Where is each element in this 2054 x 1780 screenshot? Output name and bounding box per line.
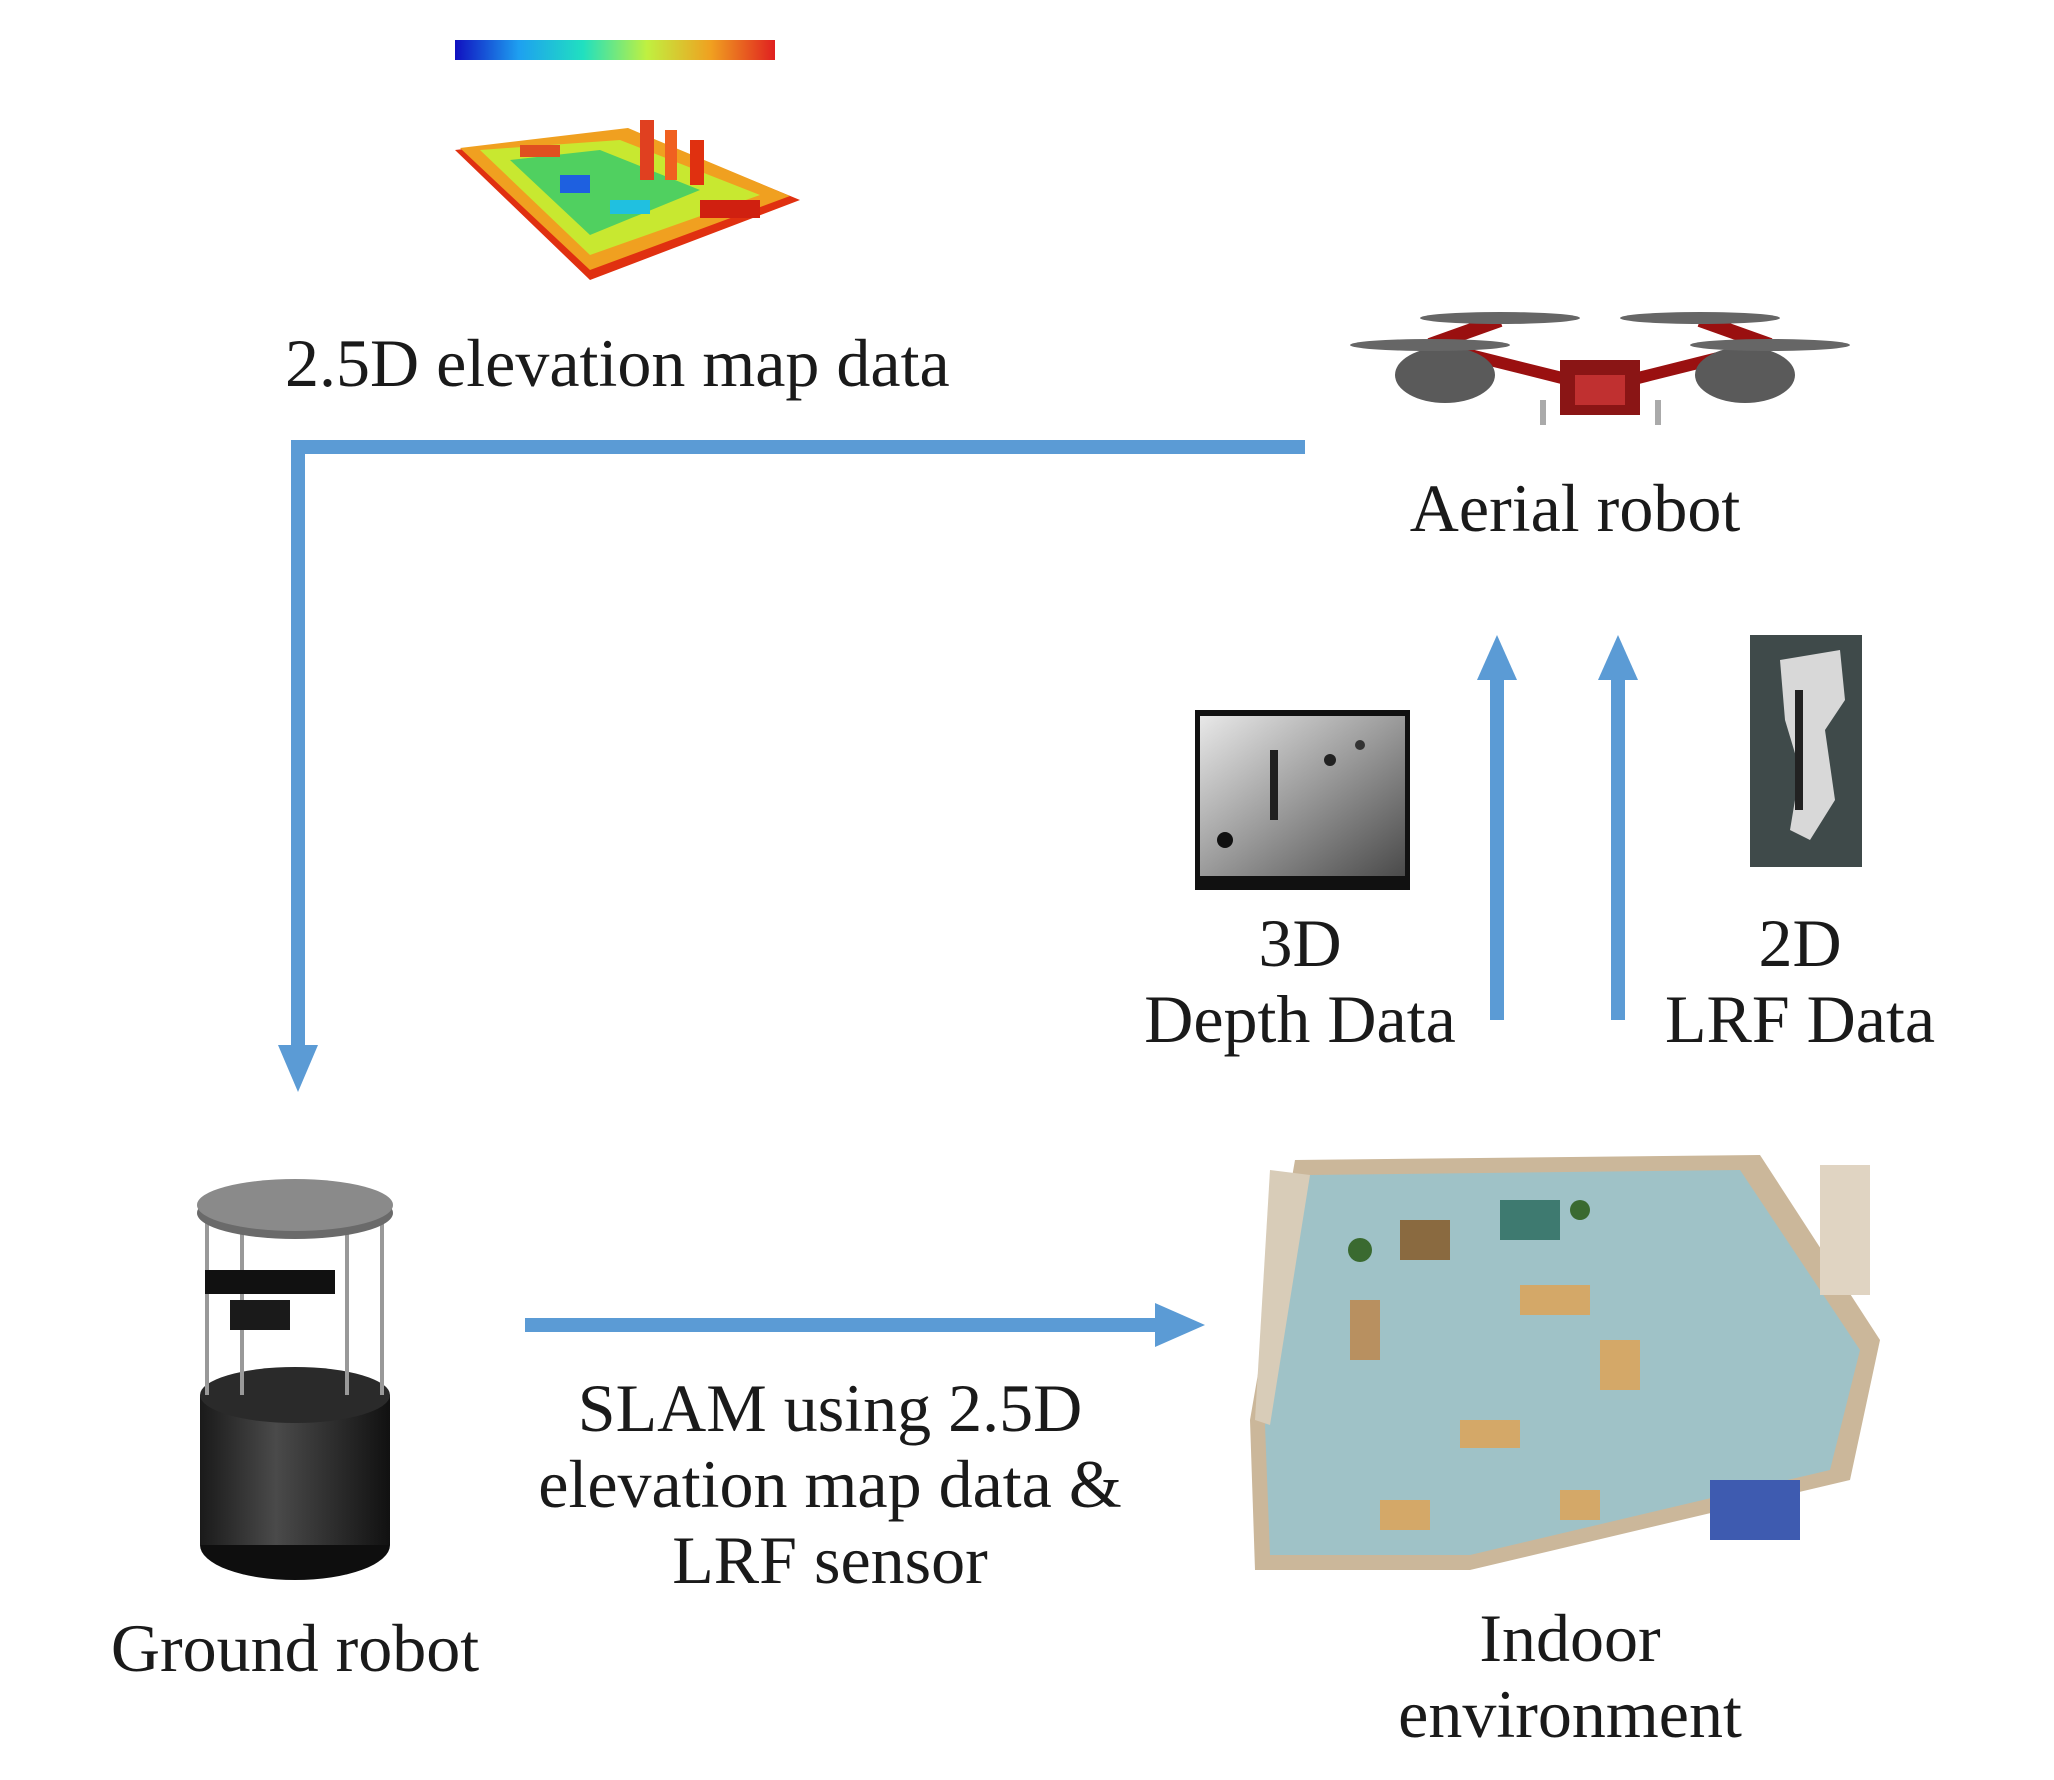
indoor-environment-image bbox=[1250, 1155, 1880, 1570]
colorbar bbox=[455, 40, 775, 60]
depth-image bbox=[1195, 710, 1410, 890]
arrow-ground-to-indoor bbox=[525, 1303, 1205, 1347]
depth-data-label: 3D Depth Data bbox=[1120, 905, 1480, 1057]
lrf-data-label-line1: 2D bbox=[1758, 905, 1842, 981]
drone-image bbox=[1350, 312, 1850, 425]
arrow-depth-to-aerial bbox=[1477, 635, 1517, 1020]
lrf-data-label: 2D LRF Data bbox=[1620, 905, 1980, 1057]
slam-label: SLAM using 2.5D elevation map data & LRF… bbox=[500, 1370, 1160, 1598]
depth-data-label-line2: Depth Data bbox=[1144, 981, 1456, 1058]
ground-robot-image bbox=[197, 1179, 393, 1580]
indoor-label-line1: Indoor bbox=[1479, 1600, 1661, 1676]
elevation-map-label: 2.5D elevation map data bbox=[285, 325, 950, 401]
slam-label-line2: elevation map data & bbox=[538, 1446, 1122, 1523]
slam-label-line3: LRF sensor bbox=[672, 1522, 988, 1599]
elevation-map-image bbox=[455, 120, 800, 280]
ground-robot-label: Ground robot bbox=[110, 1610, 480, 1686]
lrf-map-image bbox=[1750, 635, 1862, 867]
aerial-robot-label: Aerial robot bbox=[1409, 470, 1741, 546]
lrf-data-label-line2: LRF Data bbox=[1664, 981, 1936, 1058]
indoor-environment-label: Indoor environment bbox=[1360, 1600, 1780, 1752]
slam-label-line1: SLAM using 2.5D bbox=[577, 1370, 1083, 1446]
arrow-aerial-to-ground bbox=[278, 440, 1305, 1092]
depth-data-label-line1: 3D bbox=[1258, 905, 1342, 981]
indoor-label-line2: environment bbox=[1398, 1676, 1742, 1753]
arrow-lrf-to-aerial bbox=[1598, 635, 1638, 1020]
